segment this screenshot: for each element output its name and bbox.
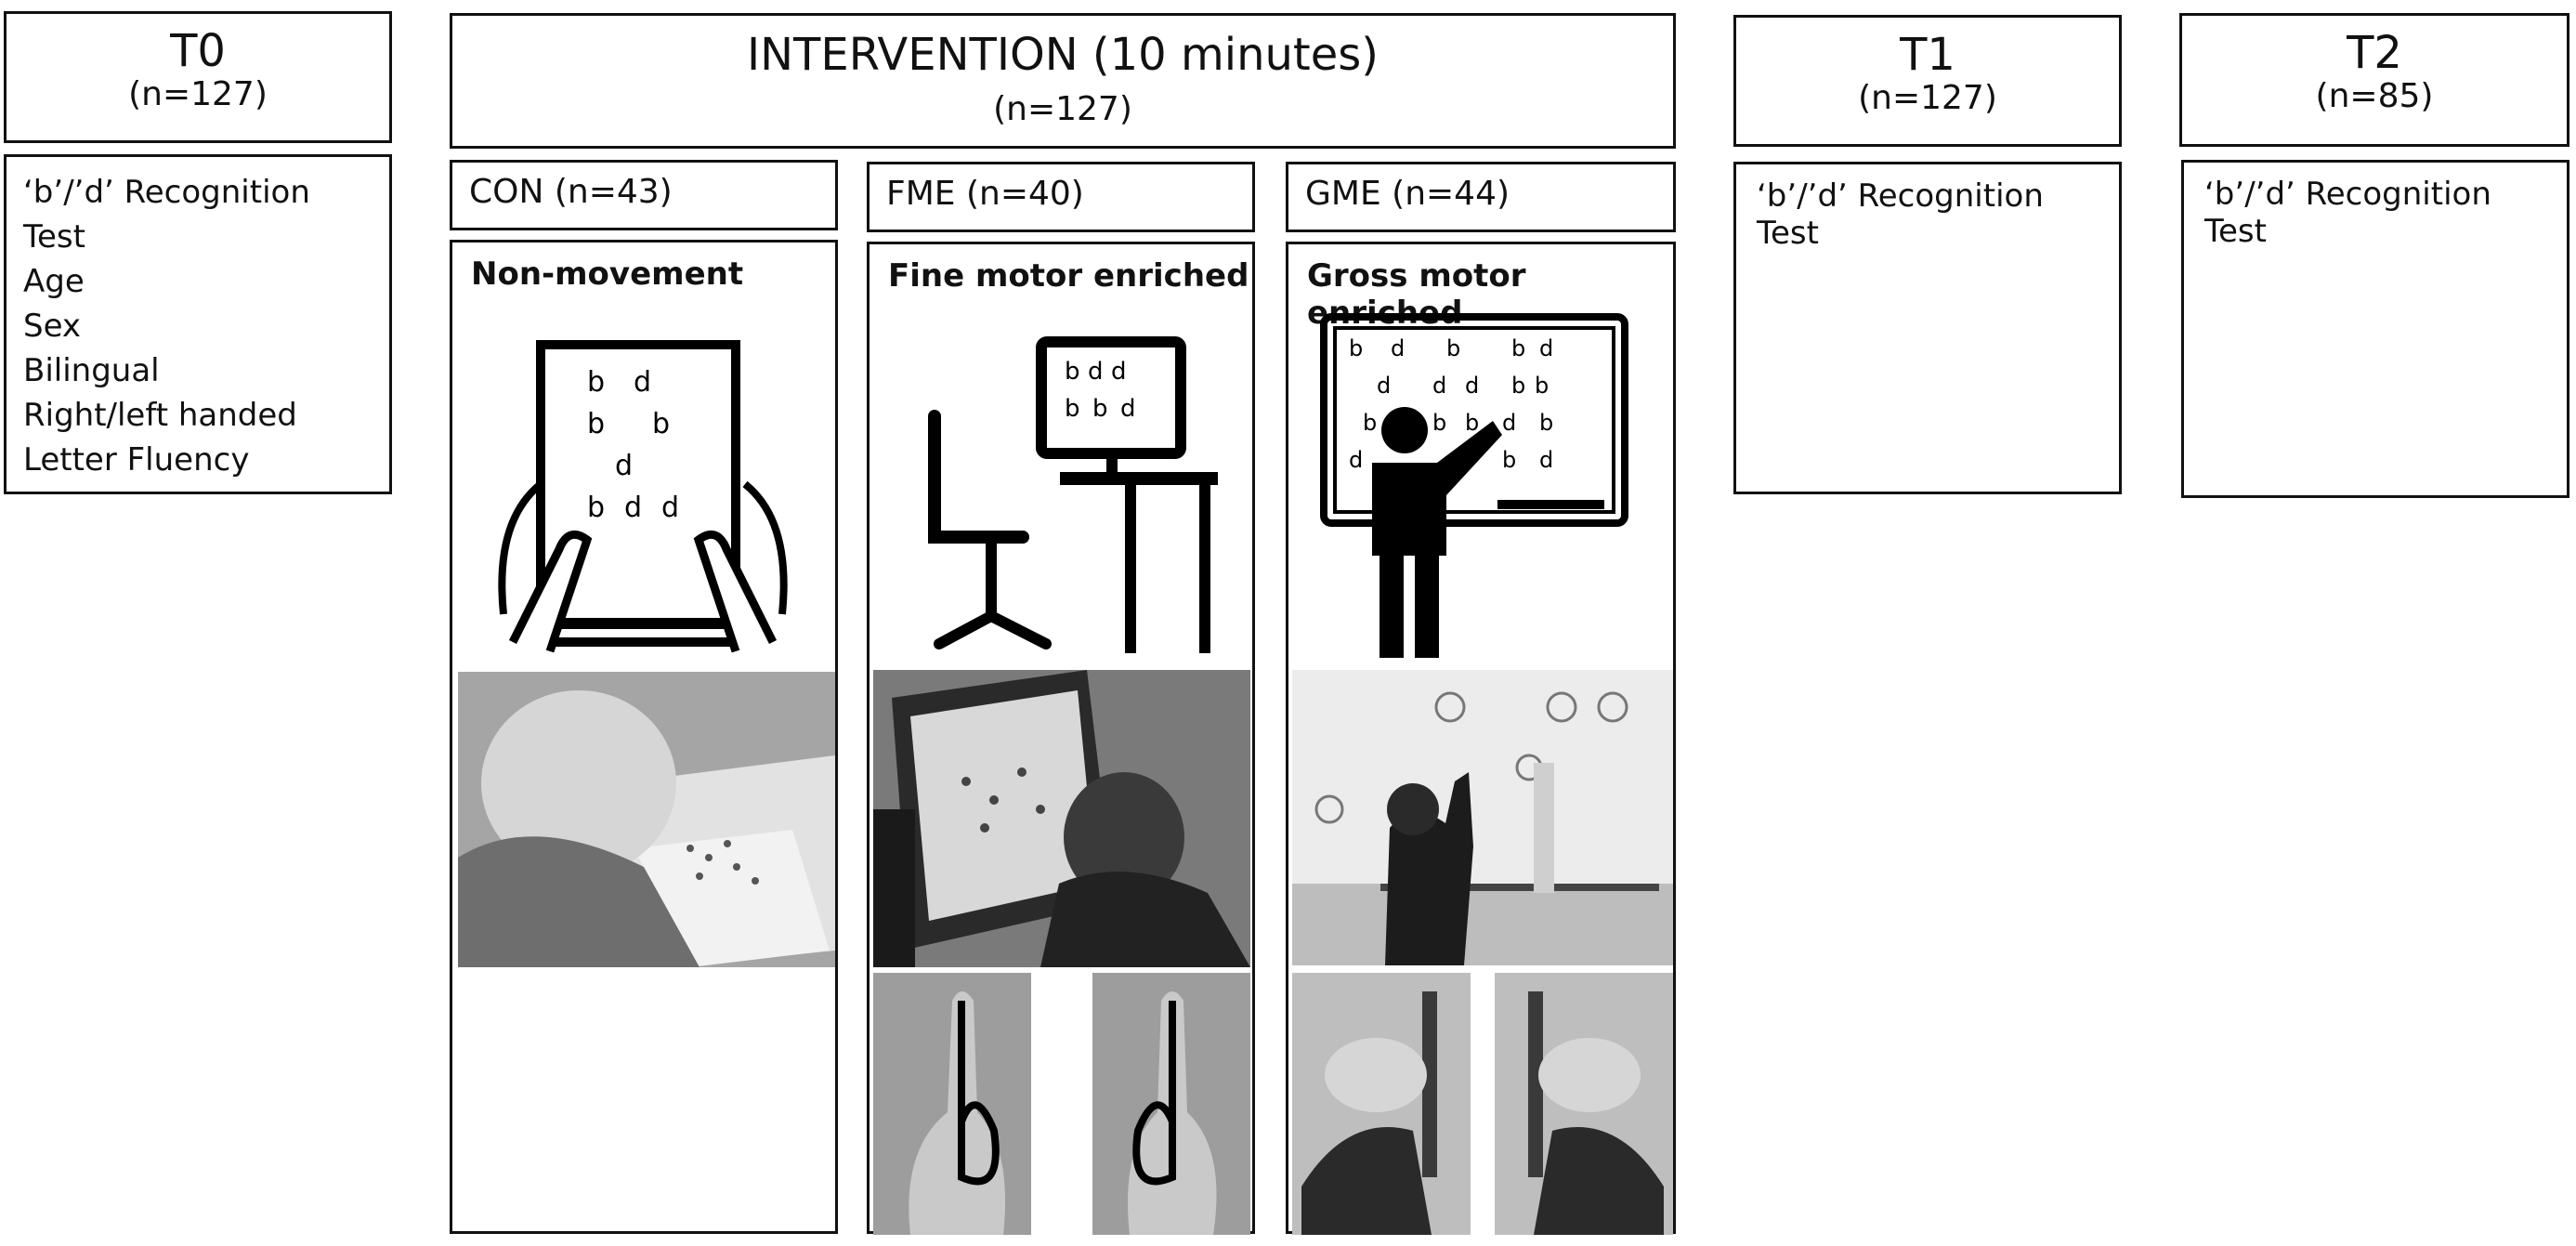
group-label-gme: GME (n=44) (1286, 162, 1676, 232)
icon-letter: d (1539, 447, 1553, 473)
icon-letter: d (624, 492, 642, 524)
icon-letter: b (1535, 373, 1549, 399)
icon-letter: b (1511, 335, 1525, 361)
icon-letter: d (1539, 335, 1553, 361)
t2-title: T2 (2347, 27, 2402, 79)
icon-letter: b (1432, 410, 1446, 436)
group-label-con: CON (n=43) (450, 160, 838, 230)
t0-measure-item: ‘b’/’d’ Recognition Test (23, 174, 310, 256)
icon-letter: b (1502, 447, 1516, 473)
icon-letter: d (1432, 373, 1446, 399)
icon-letter: b (1363, 410, 1377, 436)
fme-computer-photo (873, 670, 1250, 967)
icon-letter: d (1377, 373, 1391, 399)
t0-n: (n=127) (128, 74, 268, 113)
icon-letter: d (1349, 447, 1363, 473)
t0-measures-box: ‘b’/’d’ Recognition Test Age Sex Bilingu… (4, 154, 392, 494)
t1-n: (n=127) (1858, 78, 1997, 117)
t0-measures-list: ‘b’/’d’ Recognition Test Age Sex Bilingu… (7, 157, 389, 495)
icon-letter: b (652, 408, 670, 440)
icon-letter: b (1065, 358, 1080, 386)
t0-measure-item: Right/left handed (23, 397, 297, 434)
icon-letter: d (1111, 358, 1127, 386)
t0-title: T0 (170, 25, 226, 77)
t2-n: (n=85) (2315, 76, 2434, 115)
gme-whiteboard-photo (1292, 670, 1673, 965)
icon-letter: d (615, 450, 633, 482)
icon-letter: d (1391, 335, 1405, 361)
intervention-n: (n=127) (993, 89, 1132, 128)
icon-letter: b (1511, 373, 1525, 399)
icon-letter: d (1465, 373, 1479, 399)
icon-letter: d (1502, 410, 1516, 436)
icon-letter: d (661, 492, 679, 524)
t1-test-box: ‘b’/’d’ Recognition Test (1733, 162, 2122, 494)
t0-measure-item: Age (23, 263, 85, 300)
icon-letter: b (1465, 410, 1479, 436)
icon-letter: b (587, 366, 605, 399)
icon-letter: d (634, 366, 651, 399)
t1-header: T1 (n=127) (1733, 15, 2122, 147)
icon-letter: b (1065, 395, 1080, 423)
condition-title-con: Non-movement (471, 256, 744, 293)
gme-arm-movement-photo (1292, 973, 1673, 1235)
t0-header: T0 (n=127) (4, 11, 392, 143)
t2-test-box: ‘b’/’d’ Recognition Test (2181, 160, 2569, 498)
condition-title-gme: Gross motor enriched (1307, 257, 1526, 332)
t0-measure-item: Letter Fluency (23, 441, 250, 479)
intervention-title: INTERVENTION (10 minutes) (746, 29, 1379, 81)
icon-letter: b (1349, 335, 1363, 361)
icon-letter: b (1539, 410, 1553, 436)
con-child-photo (458, 672, 835, 967)
condition-title-fme: Fine motor enriched (888, 257, 1249, 295)
icon-letter: d (1088, 358, 1104, 386)
fme-finger-b-photo (873, 973, 1250, 1235)
t1-title: T1 (1900, 29, 1955, 81)
icon-letter: d (1120, 395, 1136, 423)
icon-letter: b (587, 492, 605, 524)
icon-letter: b (587, 408, 605, 440)
group-label-fme: FME (n=40) (867, 162, 1255, 232)
icon-letter: b (1446, 335, 1460, 361)
intervention-header: INTERVENTION (10 minutes) (n=127) (450, 13, 1676, 149)
t2-header: T2 (n=85) (2179, 13, 2569, 147)
t0-measure-item: Sex (23, 308, 82, 345)
icon-letter: b (1092, 395, 1108, 423)
t0-measure-item: Bilingual (23, 352, 160, 389)
